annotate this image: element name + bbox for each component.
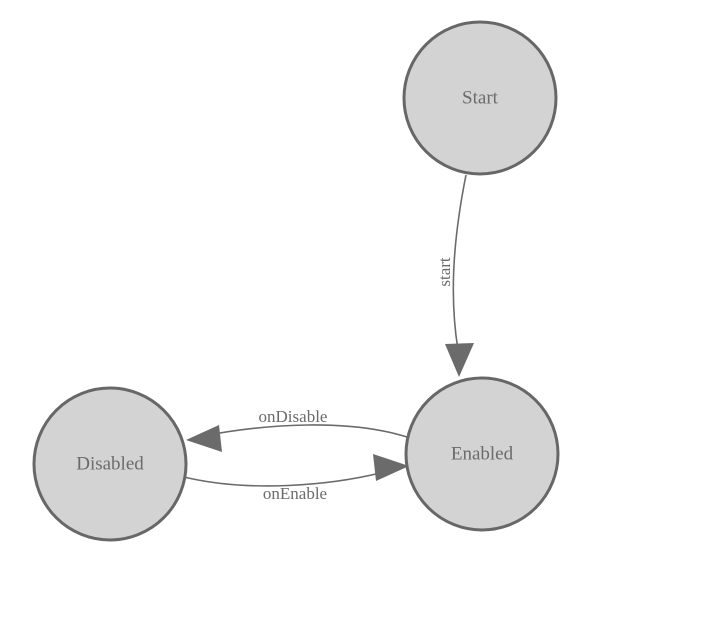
edge-enabled-to-disabled[interactable]: onDisable (186, 407, 411, 452)
edge-disabled-to-enabled[interactable]: onEnable (183, 454, 409, 503)
node-enabled-label: Enabled (451, 443, 514, 464)
node-start[interactable]: Start (402, 20, 558, 176)
edge-enabled-to-disabled-path (202, 424, 411, 439)
edge-label-start: start (435, 257, 454, 287)
node-disabled-circle (32, 386, 188, 542)
edge-start-to-enabled[interactable]: start (435, 174, 474, 377)
edge-start-to-enabled-arrowhead (445, 343, 474, 377)
node-start-circle (402, 20, 558, 176)
edge-label-on-enable: onEnable (263, 484, 327, 503)
edge-start-to-enabled-path (452, 174, 467, 351)
node-disabled-label: Disabled (76, 453, 144, 474)
edge-label-on-disable: onDisable (259, 407, 328, 426)
node-enabled-circle (404, 376, 560, 532)
node-start-label: Start (462, 87, 499, 108)
edge-disabled-to-enabled-arrowhead (373, 454, 409, 481)
node-enabled[interactable]: Enabled (404, 376, 560, 532)
node-disabled[interactable]: Disabled (32, 386, 188, 542)
edge-disabled-to-enabled-path (183, 469, 393, 487)
edge-enabled-to-disabled-arrowhead (186, 425, 222, 452)
